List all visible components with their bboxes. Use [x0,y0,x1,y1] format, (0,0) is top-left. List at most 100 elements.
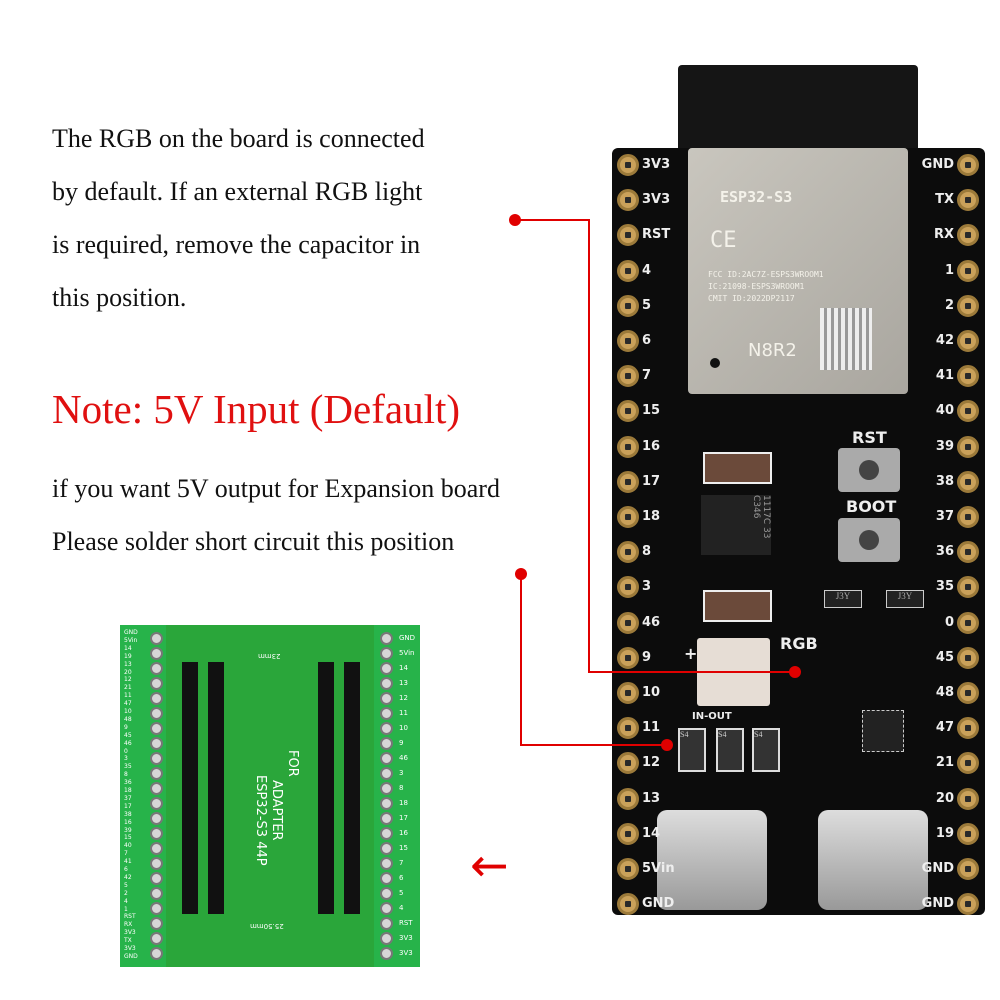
in-out-label: IN-OUT [692,711,732,722]
terminal-label: 3 [399,769,404,777]
pin-label: RX [933,227,954,243]
header-pin [617,893,639,916]
pin-label: 16 [642,438,661,454]
pin-label: 35 [935,579,954,595]
terminal-label: 12 [124,676,132,684]
adapter-for: FOR [285,750,300,777]
terminal-screw [380,632,393,645]
pin-label: GND [921,861,954,876]
adapter-model: ESP32-S3 44P [253,775,268,866]
terminal-label: GND [399,634,416,642]
terminal-label: 3 [124,755,128,763]
usb-c-port[interactable] [657,810,767,910]
pin-label: 6 [642,333,652,348]
pin-label: 45 [935,649,954,665]
ce-mark: CE [710,228,737,253]
pin-label: 46 [642,614,661,630]
instruction-line: if you want 5V output for Expansion boar… [52,474,500,503]
description-text: The RGB on the board is connected by def… [52,112,512,324]
terminal-label: 5Vin [399,649,415,657]
terminal-screw [150,797,163,810]
header-pin [617,752,639,775]
esp32-module: ESP32-S3 CE FCC ID:2AC7Z-ESPS3WROOM1 IC:… [688,148,908,394]
header-pin [617,717,639,740]
terminal-label: 45 [124,731,132,739]
pin-label: RST [642,227,671,243]
terminal-screw [150,872,163,885]
terminal-screw [150,632,163,645]
boot-label: BOOT [846,497,897,516]
terminal-screw [380,887,393,900]
terminal-label: 42 [124,873,132,881]
header-pin [957,294,979,317]
header-pin [957,752,979,775]
adapter-title-block: FOR ADAPTER ESP32-S3 44P [252,740,300,870]
rst-button[interactable] [838,448,900,492]
terminal-label: 0 [124,747,128,755]
terminal-label: 41 [124,858,132,866]
terminal-label: GND [124,629,138,636]
terminal-screw [380,797,393,810]
header-pin [957,541,979,564]
terminal-label: 13 [399,679,408,687]
boot-button[interactable] [838,518,900,562]
rst-label: RST [852,428,887,447]
capacitor [703,590,772,622]
top-dimension: 23mm [258,652,281,660]
pin-label: 39 [935,438,954,454]
pin-label: GND [921,157,954,172]
terminal-screw [380,902,393,915]
pin-label: 17 [642,473,661,489]
terminal-label: 10 [399,724,408,732]
pin-label: 38 [935,473,954,489]
pin-label: 9 [642,649,652,665]
pin-header [208,662,224,914]
header-pin [957,435,979,458]
header-pin [617,611,639,634]
terminal-label: 21 [124,684,132,692]
module-name: ESP32-S3 [720,188,793,206]
terminal-label: 13 [124,660,132,668]
fcc-id: FCC ID:2AC7Z-ESPS3WROOM1 [708,270,824,279]
pin-label: 8 [642,544,652,560]
terminal-screw [380,947,393,960]
pin-label: 20 [935,790,954,806]
terminal-screw [150,932,163,945]
terminal-screw [150,662,163,675]
transistor: J3Y [824,590,862,608]
header-pin [957,576,979,599]
usb-bridge-chip [862,710,904,752]
terminal-label: 11 [124,692,132,700]
terminal-label: 7 [124,850,128,858]
terminal-label: 16 [399,829,408,837]
terminal-label: 11 [399,709,408,717]
terminal-screw [150,917,163,930]
callout-line [515,219,590,221]
terminal-label: 3V3 [399,949,413,957]
pin-label: 47 [935,720,954,736]
diode: S4 [678,728,706,772]
terminal-label: 12 [399,694,408,702]
header-pin [957,646,979,669]
terminal-label: 3V3 [124,945,136,952]
terminal-label: 4 [399,904,404,912]
terminal-label: 3V3 [124,929,136,937]
pin-label: 13 [642,790,661,806]
terminal-screw [380,782,393,795]
terminal-screw [150,812,163,825]
usb-c-port[interactable] [818,810,928,910]
plus-label: + [684,644,698,663]
terminal-label: 5Vin [124,636,138,644]
pin-label: 2 [944,297,954,313]
terminal-screw [150,677,163,690]
pin-label: 5Vin [642,861,675,876]
pin-label: 1 [944,262,954,278]
pin-label: 37 [935,509,954,524]
pin-label: 19 [935,825,954,841]
note-heading: Note: 5V Input (Default) [52,386,460,432]
terminal-label: 9 [399,739,404,747]
terminal-label: 20 [124,668,132,676]
terminal-label: 39 [124,826,132,834]
terminal-screw [380,737,393,750]
header-pin [957,787,979,810]
